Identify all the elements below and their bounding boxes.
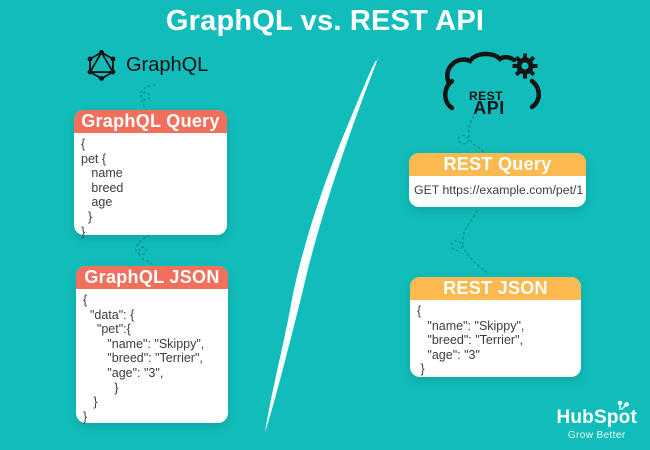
rest-json-card-header: REST JSON — [410, 277, 581, 300]
graphql-json-code: { "data": { "pet":{ "name": "Skippy", "b… — [83, 293, 205, 424]
rest-query-code: GET https://example.com/pet/1 — [414, 183, 584, 197]
rest-query-card: REST Query GET https://example.com/pet/1 — [409, 153, 586, 207]
rest-json-card: REST JSON { "name": "Skippy", "breed": "… — [410, 277, 581, 377]
graphql-query-card-header: GraphQL Query — [74, 110, 227, 133]
hubspot-wordmark-post: t — [630, 407, 637, 428]
graphql-logo: GraphQL — [86, 50, 208, 81]
hubspot-wordmark-pre: HubSp — [556, 407, 619, 428]
connector-squiggle-rest-logo-to-query — [458, 111, 485, 153]
rest-query-card-header: REST Query — [409, 153, 586, 176]
divider-brush-stroke — [265, 56, 379, 433]
rest-api-cloud-gear-icon: REST API — [443, 51, 541, 118]
rest-logo-text-rest: REST — [469, 89, 503, 103]
graphql-json-card-header: GraphQL JSON — [76, 266, 228, 289]
hubspot-logo: HubSpot Grow Better — [556, 400, 637, 441]
hubspot-sprocket-icon — [617, 400, 629, 410]
rest-api-logo: REST API — [440, 50, 544, 118]
graphql-logo-label: GraphQL — [126, 54, 209, 76]
graphql-hexagram-icon — [87, 50, 116, 81]
connector-squiggle-rest-query-to-json — [451, 210, 487, 273]
connector-squiggle-graphql-query-to-json — [135, 229, 153, 265]
graphql-query-code: { pet { name breed age } } — [81, 137, 124, 239]
graphql-query-card: GraphQL Query { pet { name breed age } } — [74, 110, 227, 239]
rest-logo-text-api: API — [473, 98, 505, 116]
gear-icon — [512, 53, 538, 79]
hubspot-wordmark-o: o — [618, 407, 631, 428]
connector-squiggle-graphql-logo-to-query — [139, 84, 156, 109]
page-title: GraphQL vs. REST API — [165, 5, 485, 37]
hubspot-tagline: Grow Better — [567, 430, 626, 441]
hubspot-wordmark: HubSpot — [556, 400, 637, 429]
rest-json-code: { "name": "Skippy", "breed": "Terrier", … — [417, 304, 525, 377]
graphql-json-card: GraphQL JSON { "data": { "pet":{ "name":… — [76, 266, 228, 424]
